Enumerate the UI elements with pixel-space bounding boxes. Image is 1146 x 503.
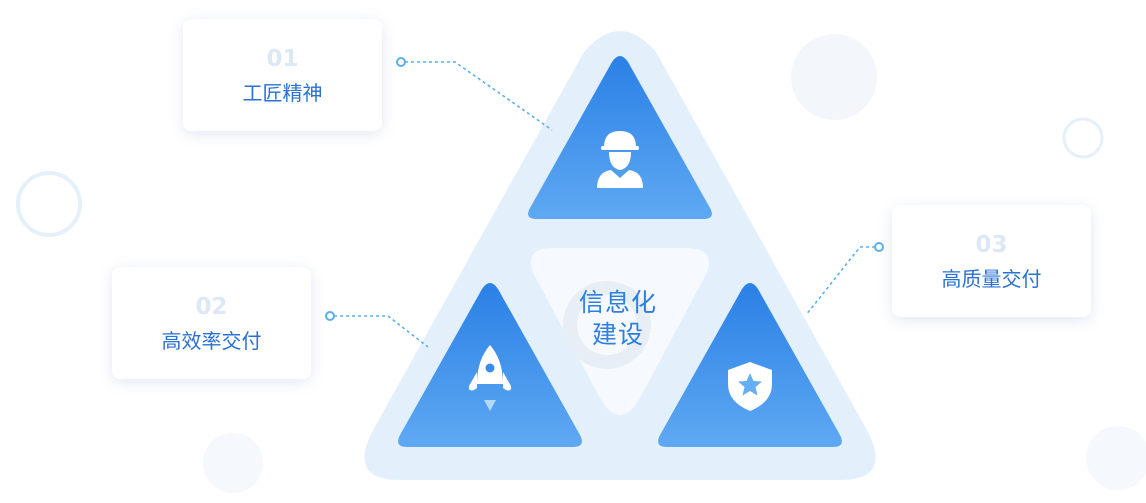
center-title-line2: 建设 <box>591 320 644 349</box>
card-label: 工匠精神 <box>242 80 323 105</box>
card-number: 03 <box>975 231 1008 258</box>
connector-03 <box>805 242 884 316</box>
connector-02 <box>325 311 429 348</box>
card-label: 高质量交付 <box>941 266 1042 291</box>
card-number: 02 <box>195 293 228 320</box>
center-title-line1: 信息化 <box>578 288 657 317</box>
center-title: 信息化 建设 <box>548 287 688 351</box>
center-watermark-ring <box>563 281 651 369</box>
card-quality-delivery: 03 高质量交付 <box>892 205 1091 317</box>
bubble-decoration <box>203 433 263 493</box>
background-bubbles <box>16 34 1146 493</box>
worker-icon <box>597 131 643 188</box>
bubble-decoration <box>1062 117 1104 159</box>
center-triangle <box>530 248 710 415</box>
card-number: 01 <box>266 45 299 72</box>
bubble-decoration <box>791 34 877 120</box>
connector-01 <box>396 57 553 131</box>
bubble-decoration <box>1086 426 1146 490</box>
card-label: 高效率交付 <box>161 328 262 353</box>
shield-star-icon <box>728 362 772 411</box>
card-craftsmanship: 01 工匠精神 <box>183 19 382 131</box>
bubble-decoration <box>16 171 82 237</box>
rocket-icon <box>468 345 512 411</box>
card-efficient-delivery: 02 高效率交付 <box>112 267 311 379</box>
